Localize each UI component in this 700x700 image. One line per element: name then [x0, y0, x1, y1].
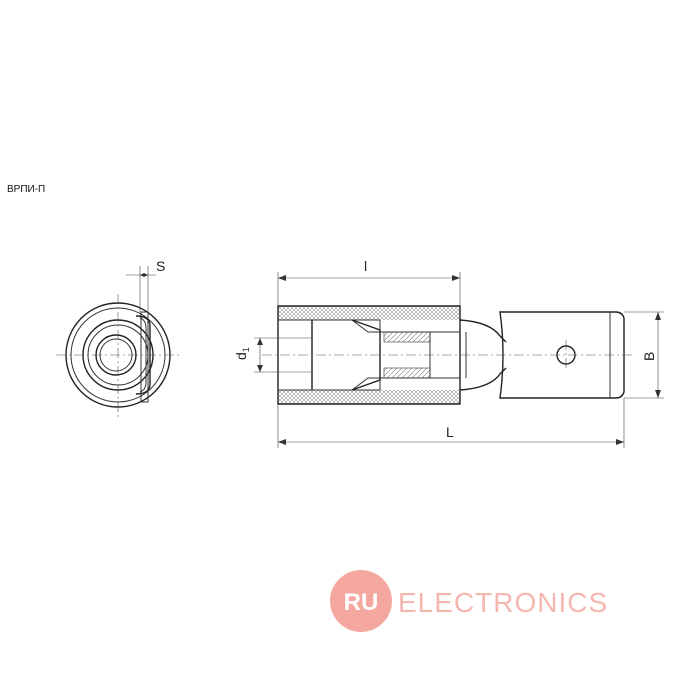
dimension-d1-label: d1 — [233, 347, 251, 360]
watermark-brand-text: ELECTRONICS — [398, 587, 608, 618]
dimension-B-label: B — [641, 352, 657, 361]
watermark-logo-text: RU — [344, 589, 379, 616]
dimension-l-label: l — [364, 258, 367, 274]
watermark: RU ELECTRONICS — [330, 570, 608, 632]
drawing-title: ВРПИ-П — [7, 184, 46, 195]
end-view: S — [56, 258, 180, 418]
watermark-logo-circle — [330, 570, 392, 632]
side-view: l L B d1 — [233, 258, 664, 448]
dimension-s-label: S — [156, 258, 165, 274]
dimension-L-label: L — [446, 424, 454, 440]
